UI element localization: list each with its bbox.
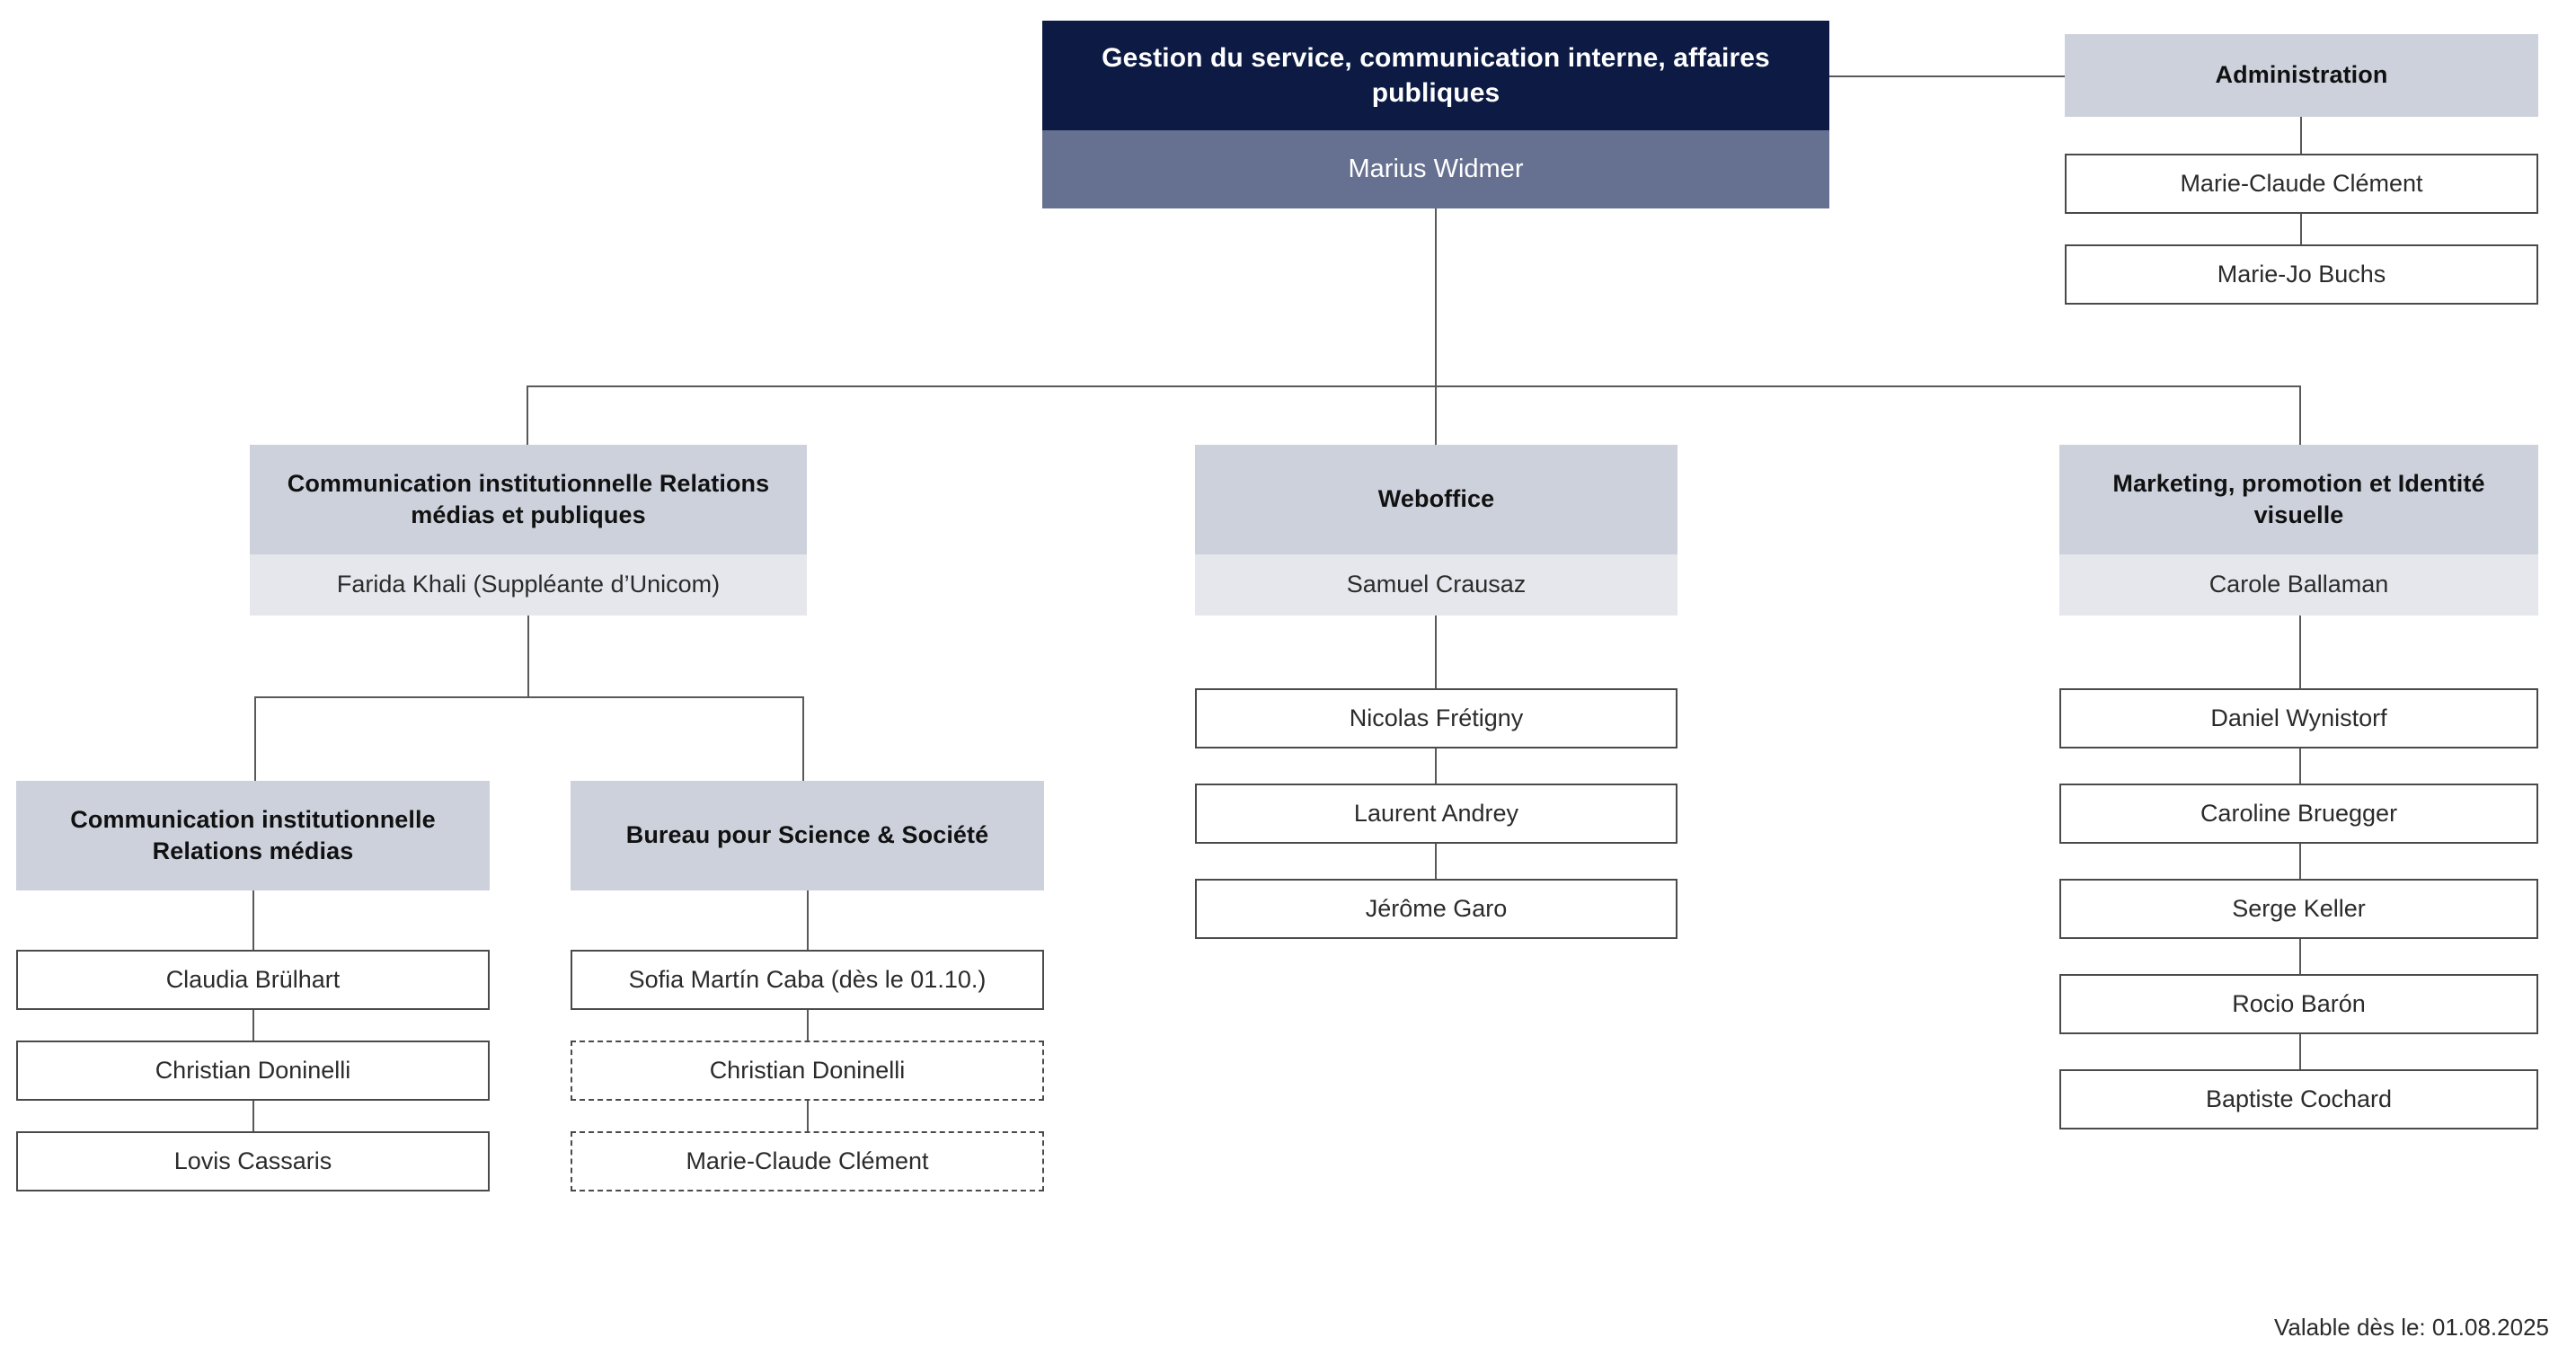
- connector-level1-bus: [527, 385, 2301, 387]
- branch-1-member-0[interactable]: Nicolas Frétigny: [1195, 688, 1677, 748]
- branch-1-title: Weboffice: [1195, 445, 1677, 554]
- administration-member-1[interactable]: Marie-Jo Buchs: [2065, 244, 2538, 305]
- connector-branch-0-drop: [527, 385, 528, 445]
- validity-note: Valable dès le: 01.08.2025: [2274, 1314, 2549, 1341]
- subunit-communication-relations-medias[interactable]: Communication institutionnelle Relations…: [16, 781, 490, 890]
- branch-2-member-2[interactable]: Serge Keller: [2059, 879, 2538, 939]
- connector-branch-2-member-0-1: [2299, 748, 2301, 784]
- connector-subunit-0-drop: [254, 696, 256, 781]
- connector-subunit-1-stem: [807, 890, 809, 950]
- branch-2-title: Marketing, promotion et Identité visuell…: [2059, 445, 2538, 554]
- branch-0-person: Farida Khali (Suppléante d’Unicom): [250, 554, 807, 616]
- administration-member-0[interactable]: Marie-Claude Clément: [2065, 154, 2538, 214]
- branch-2-member-4[interactable]: Baptiste Cochard: [2059, 1069, 2538, 1129]
- branch-2-member-1[interactable]: Caroline Bruegger: [2059, 784, 2538, 844]
- root-node[interactable]: Gestion du service, communication intern…: [1042, 21, 1829, 208]
- connector-branch-1-drop: [1435, 385, 1437, 445]
- connector-branch-1-stem: [1435, 616, 1437, 688]
- administration-title: Administration: [2065, 34, 2538, 117]
- subunit-0-member-0[interactable]: Claudia Brülhart: [16, 950, 490, 1010]
- connector-branch-2-member-1-2: [2299, 844, 2301, 879]
- connector-administration-0-1: [2300, 214, 2302, 244]
- branch-2-member-3[interactable]: Rocio Barón: [2059, 974, 2538, 1034]
- connector-root-to-administration: [1829, 75, 2065, 77]
- subunit-1-member-2[interactable]: Marie-Claude Clément: [571, 1131, 1044, 1191]
- connector-subunit-1-member-0-1: [807, 1010, 809, 1041]
- branch-0-title: Communication institutionnelle Relations…: [250, 445, 807, 554]
- branch-weboffice[interactable]: Weboffice Samuel Crausaz: [1195, 445, 1677, 616]
- root-node-person: Marius Widmer: [1042, 130, 1829, 208]
- connector-subunit-0-member-0-1: [252, 1010, 254, 1041]
- branch-2-person: Carole Ballaman: [2059, 554, 2538, 616]
- connector-branch-0-subunit-bus: [254, 696, 804, 698]
- branch-communication-institutionnelle[interactable]: Communication institutionnelle Relations…: [250, 445, 807, 616]
- connector-subunit-0-member-1-2: [252, 1101, 254, 1131]
- connector-branch-1-member-0-1: [1435, 748, 1437, 784]
- connector-administration-stem: [2300, 117, 2302, 154]
- connector-branch-2-member-3-4: [2299, 1034, 2301, 1069]
- connector-branch-0-trunk: [527, 616, 529, 696]
- branch-1-member-1[interactable]: Laurent Andrey: [1195, 784, 1677, 844]
- subunit-0-member-2[interactable]: Lovis Cassaris: [16, 1131, 490, 1191]
- connector-branch-2-drop: [2299, 385, 2301, 445]
- subunit-0-title: Communication institutionnelle Relations…: [16, 781, 490, 890]
- branch-1-member-2[interactable]: Jérôme Garo: [1195, 879, 1677, 939]
- subunit-1-title: Bureau pour Science & Société: [571, 781, 1044, 890]
- subunit-bureau-science-societe[interactable]: Bureau pour Science & Société: [571, 781, 1044, 890]
- administration-node[interactable]: Administration: [2065, 34, 2538, 117]
- connector-branch-1-member-1-2: [1435, 844, 1437, 879]
- connector-root-trunk: [1435, 208, 1437, 385]
- branch-1-person: Samuel Crausaz: [1195, 554, 1677, 616]
- subunit-1-member-0[interactable]: Sofia Martín Caba (dès le 01.10.): [571, 950, 1044, 1010]
- root-node-title: Gestion du service, communication intern…: [1042, 21, 1829, 130]
- connector-subunit-1-drop: [802, 696, 804, 781]
- branch-2-member-0[interactable]: Daniel Wynistorf: [2059, 688, 2538, 748]
- branch-marketing-promotion[interactable]: Marketing, promotion et Identité visuell…: [2059, 445, 2538, 616]
- connector-subunit-0-stem: [252, 890, 254, 950]
- subunit-0-member-1[interactable]: Christian Doninelli: [16, 1041, 490, 1101]
- connector-subunit-1-member-1-2: [807, 1101, 809, 1131]
- connector-branch-2-member-2-3: [2299, 939, 2301, 974]
- connector-branch-2-stem: [2299, 616, 2301, 688]
- subunit-1-member-1[interactable]: Christian Doninelli: [571, 1041, 1044, 1101]
